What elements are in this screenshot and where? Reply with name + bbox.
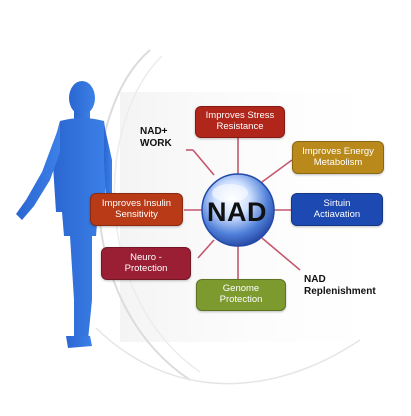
energy-metabolism-node: Improves Energy Metabolism xyxy=(292,141,384,174)
nad-plus-line: NAD+ xyxy=(140,126,168,137)
genome-line-2: Protection xyxy=(219,294,263,305)
energy-line-2: Metabolism xyxy=(313,156,363,168)
orbit-arc-lower xyxy=(95,327,361,385)
insulin-sensitivity-node: Improves Insulin Sensitivity xyxy=(90,193,183,226)
energy-line-1: Improves Energy xyxy=(302,145,374,157)
nad-sphere xyxy=(201,173,275,247)
nad-line: NAD xyxy=(304,274,326,285)
neuro-line-2: Protection xyxy=(124,262,168,274)
human-figure-icon xyxy=(16,81,112,348)
nad-replenishment-label: NAD Replenishment xyxy=(304,274,376,298)
nad-center-label: NAD xyxy=(207,196,267,227)
neuro-line-1: Neuro - xyxy=(130,251,162,263)
stress-resistance-node: Improves Stress Resistance xyxy=(195,106,285,138)
replenishment-line: Replenishment xyxy=(304,286,376,297)
sirtuin-activation-node: Sirtuin Actiavation xyxy=(291,193,383,226)
insulin-line-2: Sensitivity xyxy=(115,208,158,220)
sirtuin-line-2: Actiavation xyxy=(313,208,361,220)
sirtuin-line-1: Sirtuin xyxy=(323,197,351,209)
stress-line-1: Improves Stress xyxy=(205,110,275,122)
work-line: WORK xyxy=(140,138,172,149)
genome-line-1: Genome xyxy=(222,283,260,295)
insulin-line-1: Improves Insulin xyxy=(101,197,172,209)
connector-lines xyxy=(184,138,301,280)
genome-protection-node: Genome Protection xyxy=(196,279,286,311)
neuro-protection-node: Neuro - Protection xyxy=(101,247,191,280)
nad-plus-work-label: NAD+ WORK xyxy=(140,126,172,150)
stress-line-2: Resistance xyxy=(216,121,264,132)
